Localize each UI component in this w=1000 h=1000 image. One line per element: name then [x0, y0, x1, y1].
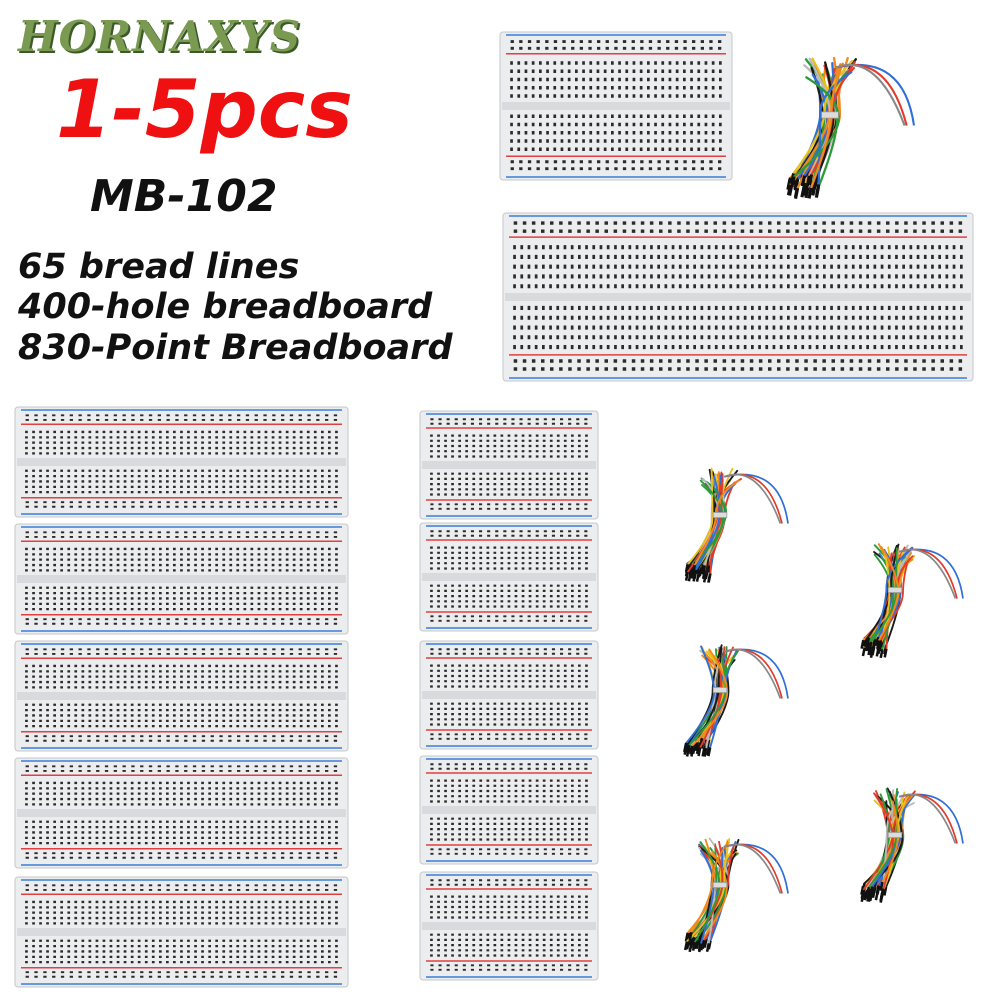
breadboard-830-3 [14, 640, 349, 752]
jumper-wire-bundle-2 [860, 543, 964, 659]
breadboard-830-2 [14, 523, 349, 635]
breadboard-830-4 [14, 757, 349, 869]
spec-line-400-hole: 400-hole breadboard [18, 287, 433, 327]
breadboard-400-5 [419, 871, 599, 981]
jumper-wire-bundle-top [786, 56, 916, 200]
breadboard-830-5 [14, 876, 349, 988]
breadboard-400-1 [419, 410, 599, 520]
model-number: MB-102 [90, 171, 278, 222]
breadboard-400-top [499, 31, 733, 181]
jumper-wire-bundle-5 [683, 837, 789, 953]
jumper-wire-bundle-4 [860, 787, 964, 903]
breadboard-830-1 [14, 406, 349, 518]
quantity-headline: 1-5pcs [56, 63, 353, 156]
brand-logo-text: HORNAXYS [18, 12, 302, 61]
jumper-wire-bundle-3 [683, 644, 789, 757]
breadboard-830-top [502, 212, 974, 382]
breadboard-400-3 [419, 640, 599, 750]
spec-line-bread-lines: 65 bread lines [18, 247, 300, 287]
breadboard-400-4 [419, 755, 599, 865]
breadboard-400-2 [419, 522, 599, 632]
jumper-wire-bundle-1 [684, 467, 789, 583]
spec-line-830-point: 830-Point Breadboard [18, 328, 453, 368]
